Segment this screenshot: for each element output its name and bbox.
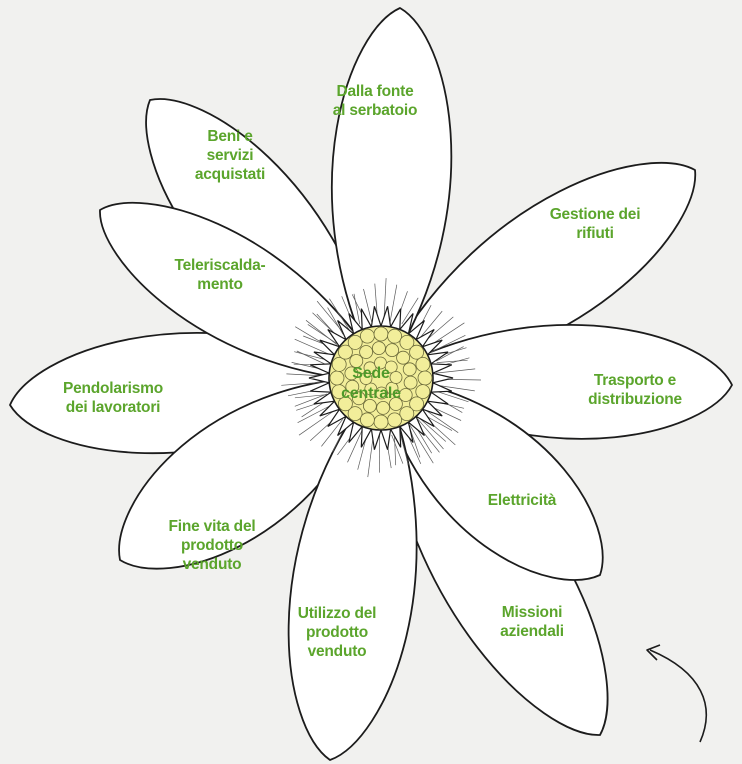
petal-vein bbox=[297, 404, 333, 424]
label-beni-servizi: Beni e servizi acquistati bbox=[194, 128, 266, 183]
center-bump bbox=[359, 328, 375, 344]
center-bump bbox=[387, 328, 403, 344]
label-teleriscaldamento: Teleriscalda- mento bbox=[174, 257, 266, 293]
petal-vein bbox=[417, 418, 444, 450]
center-bump bbox=[409, 344, 425, 360]
petal-vein bbox=[298, 409, 337, 436]
petal-vein bbox=[419, 418, 447, 442]
flower-center bbox=[308, 306, 454, 450]
center-bump bbox=[403, 375, 418, 390]
center-bump bbox=[351, 391, 366, 406]
petal-vein bbox=[294, 393, 328, 407]
petal-vein bbox=[401, 297, 419, 325]
petal-vein bbox=[425, 410, 459, 433]
center-bump bbox=[385, 343, 400, 358]
petal-vein bbox=[305, 320, 338, 345]
curved-arrow-icon bbox=[649, 649, 708, 743]
petal-vein bbox=[391, 434, 404, 464]
center-disc bbox=[328, 325, 434, 431]
center-bump bbox=[371, 341, 386, 356]
label-missioni-aziendali: Missioni aziendali bbox=[500, 604, 564, 640]
petal-vein bbox=[294, 338, 331, 356]
label-gestione-rifiuti: Gestione dei rifiuti bbox=[549, 206, 641, 242]
label-trasporto-distribuzione: Trasporto e distribuzione bbox=[588, 372, 682, 408]
petal-fonte bbox=[331, 7, 453, 379]
petal-vein bbox=[399, 431, 409, 465]
center-bump bbox=[362, 398, 377, 413]
petal-utilizzo bbox=[287, 377, 418, 761]
petal-elettricita bbox=[380, 377, 604, 581]
center-bump bbox=[359, 412, 375, 428]
petal-vein bbox=[430, 334, 466, 353]
petal-vein bbox=[329, 298, 351, 333]
petal-finevita bbox=[118, 376, 382, 570]
petal-vein bbox=[389, 284, 398, 324]
center-bump bbox=[364, 382, 378, 396]
petal-vein bbox=[316, 300, 347, 336]
center-bump bbox=[384, 360, 398, 374]
petal-vein bbox=[294, 351, 328, 361]
center-bump bbox=[349, 354, 364, 368]
petal-vein bbox=[353, 293, 361, 325]
center-bump bbox=[396, 350, 411, 365]
center-bump bbox=[331, 356, 347, 372]
center-bump bbox=[387, 412, 403, 428]
center-label-sede-centrale: Sede centrale bbox=[341, 365, 401, 402]
label-utilizzo-prodotto: Utilizzo del prodotto venduto bbox=[297, 605, 377, 660]
center-bump bbox=[417, 370, 433, 386]
center-bump bbox=[359, 345, 374, 359]
center-bump bbox=[347, 406, 363, 422]
center-bump bbox=[337, 344, 353, 360]
center-bump bbox=[389, 371, 403, 384]
label-pendolarismo: Pendolarismo dei lavoratori bbox=[62, 380, 164, 416]
center-bump bbox=[399, 406, 415, 422]
center-bump bbox=[344, 366, 359, 381]
petal-vein bbox=[436, 346, 464, 362]
arrow-head-icon bbox=[646, 644, 661, 661]
petal-vein bbox=[409, 424, 434, 464]
petal-vein bbox=[419, 310, 443, 338]
center-bump bbox=[388, 397, 403, 411]
petal-vein bbox=[363, 288, 373, 323]
center-bump bbox=[347, 334, 363, 350]
petal-vein bbox=[435, 390, 469, 403]
label-fine-vita-prodotto: Fine vita del prodotto venduto bbox=[168, 518, 256, 573]
petal-vein bbox=[394, 434, 397, 466]
center-bump bbox=[363, 361, 377, 375]
center-bump bbox=[373, 414, 389, 430]
center-bump bbox=[337, 396, 353, 412]
label-elettricita: Elettricità bbox=[487, 492, 557, 509]
petal-vein bbox=[296, 350, 325, 365]
petal-vein bbox=[436, 359, 468, 363]
label-dalla-fonte: Dalla fonte al serbatoio bbox=[332, 83, 418, 119]
center-bump bbox=[376, 400, 391, 415]
center-bump bbox=[373, 326, 389, 342]
petal-vein bbox=[294, 394, 326, 399]
petal-vein bbox=[436, 368, 476, 374]
petal-vein bbox=[347, 430, 363, 463]
petal-vein bbox=[327, 307, 344, 335]
center-bump bbox=[415, 384, 431, 400]
petal-vein bbox=[281, 381, 327, 386]
petal-vein bbox=[435, 384, 475, 392]
center-bump bbox=[415, 356, 431, 372]
petal-vein bbox=[424, 415, 453, 431]
center-bump bbox=[399, 334, 415, 350]
center-bump bbox=[409, 396, 425, 412]
petal-vein bbox=[321, 419, 343, 447]
petals-group bbox=[9, 7, 733, 761]
center-bump bbox=[398, 388, 413, 402]
petal-vein bbox=[409, 428, 421, 458]
